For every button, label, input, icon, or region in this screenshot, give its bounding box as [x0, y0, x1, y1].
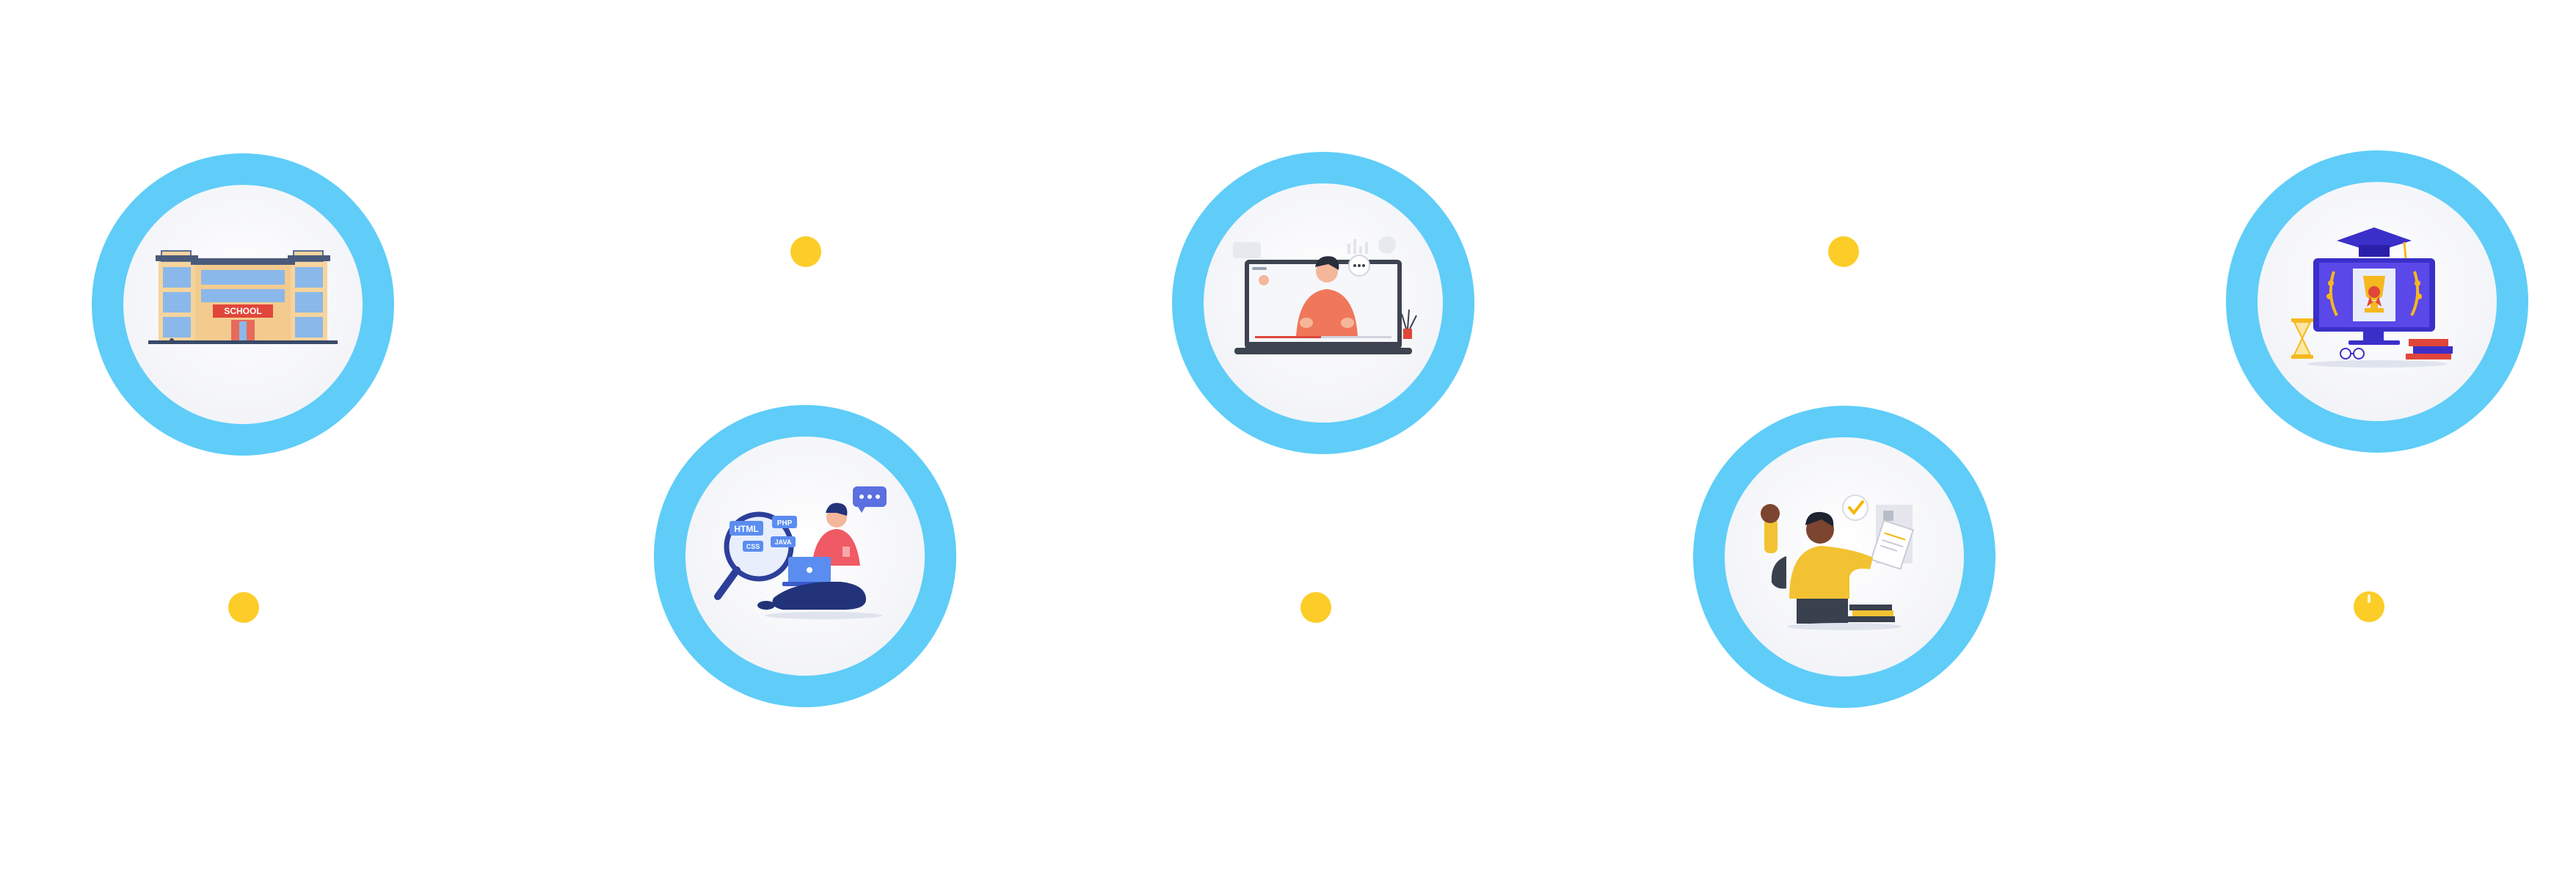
- step-circle-web-coding: HTML PHP CSS JAVA: [654, 405, 956, 707]
- connector-dot: [1828, 236, 1859, 267]
- css-label: CSS: [746, 543, 760, 550]
- step-illustration-frame: [1204, 183, 1443, 423]
- graduation-trophy-monitor-icon: [2291, 227, 2453, 368]
- step-illustration-frame: [1725, 437, 1964, 676]
- step-circle-graduation: [2226, 150, 2528, 453]
- step-circle-school: SCHOOL: [92, 153, 394, 456]
- step-illustration-frame: HTML PHP CSS JAVA: [685, 437, 925, 676]
- connector-dot: [1300, 592, 1331, 623]
- step-circle-online-class: [1172, 152, 1474, 454]
- step-illustration-frame: [2257, 182, 2497, 421]
- web-coding-student-icon: HTML PHP CSS JAVA: [714, 486, 887, 619]
- school-sign-text: SCHOOL: [224, 306, 261, 316]
- dot-highlight: [2368, 594, 2371, 603]
- successful-student-icon: [1761, 494, 1915, 630]
- html-label: HTML: [734, 524, 758, 534]
- school-building-icon: SCHOOL: [148, 250, 338, 344]
- connector-dot: [790, 236, 821, 267]
- step-illustration-frame: SCHOOL: [123, 185, 363, 424]
- connector-dot: [2354, 591, 2384, 622]
- step-circle-successful-student: [1693, 406, 1995, 708]
- java-label: JAVA: [775, 539, 792, 546]
- php-label: PHP: [777, 519, 793, 528]
- connector-dot: [228, 592, 259, 623]
- online-video-class-icon: [1233, 236, 1417, 354]
